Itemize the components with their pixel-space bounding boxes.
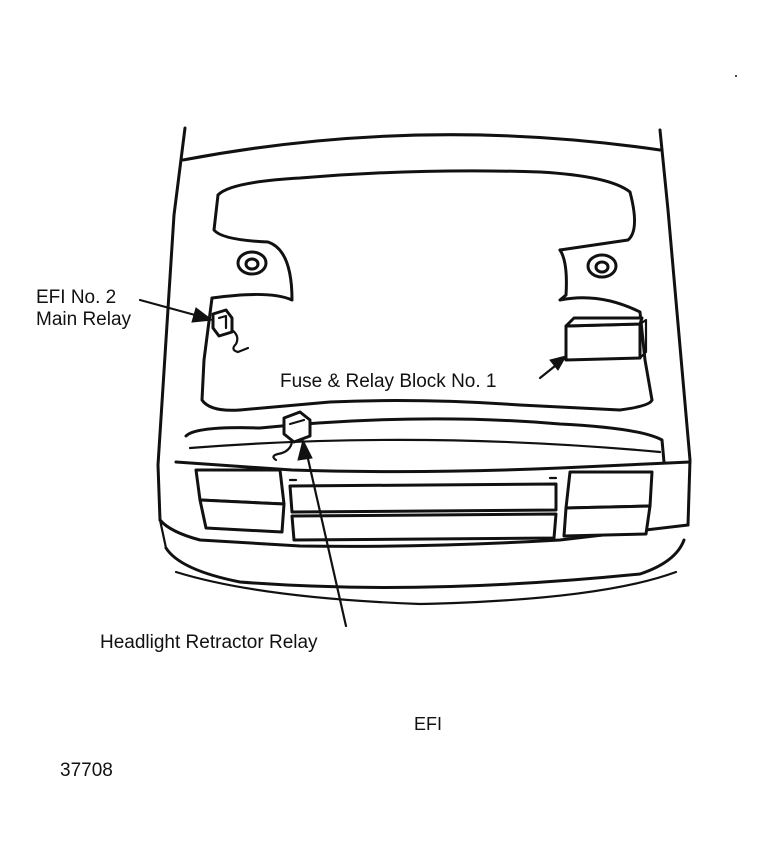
figure-number: 37708 — [60, 760, 113, 781]
fuse-block-label: Fuse & Relay Block No. 1 — [280, 371, 497, 392]
bumper-face — [158, 518, 690, 548]
bumper-lower — [164, 538, 686, 589]
retractor-relay-icon — [282, 410, 312, 444]
left-fender-line — [156, 126, 187, 522]
firewall-outline — [216, 169, 636, 252]
relay-wire — [230, 328, 250, 354]
left-strut-cap-inner — [244, 257, 260, 271]
grille-upper — [288, 482, 558, 514]
relay-icon — [211, 308, 234, 338]
fuse-block-icon — [564, 322, 642, 362]
bumper-top — [174, 460, 692, 474]
bumper-bottom-edge — [174, 570, 678, 606]
efi-relay-label-line2: Main Relay — [36, 309, 132, 330]
left-headlight-lower — [198, 498, 286, 534]
arrow-headlight-line — [304, 448, 348, 628]
fuse-block-side — [638, 318, 648, 360]
right-fender-line — [658, 128, 692, 527]
retractor-relay-wire — [272, 440, 294, 462]
compartment-bottom — [238, 398, 654, 412]
bumper-left-corner — [158, 518, 168, 550]
grille-ticks — [288, 476, 558, 482]
efi-relay-label-line1: EFI No. 2 — [36, 287, 117, 308]
relay-icon-detail — [217, 314, 228, 330]
right-strut-cap-inner — [594, 260, 610, 274]
grille-lower — [290, 512, 558, 542]
left-headlight — [194, 468, 286, 506]
retractor-relay-detail — [288, 418, 306, 426]
radiator-support — [184, 417, 666, 464]
compartment-right-wall — [558, 248, 654, 402]
scan-dot — [735, 75, 737, 77]
compartment-left-wall — [200, 296, 242, 412]
radiator-support-inner — [188, 438, 662, 454]
headlight-relay-label: Headlight Retractor Relay — [100, 632, 318, 653]
arrow-efi-head — [191, 307, 214, 323]
right-headlight-lower — [562, 504, 652, 538]
fuse-block-top — [564, 316, 644, 328]
right-headlight — [564, 470, 654, 510]
cowl-edge — [181, 133, 662, 162]
arrow-headlight-head — [297, 438, 313, 461]
system-label: EFI — [414, 714, 443, 734]
arrow-fuse-head — [549, 355, 568, 371]
left-strut-tower — [210, 193, 294, 302]
